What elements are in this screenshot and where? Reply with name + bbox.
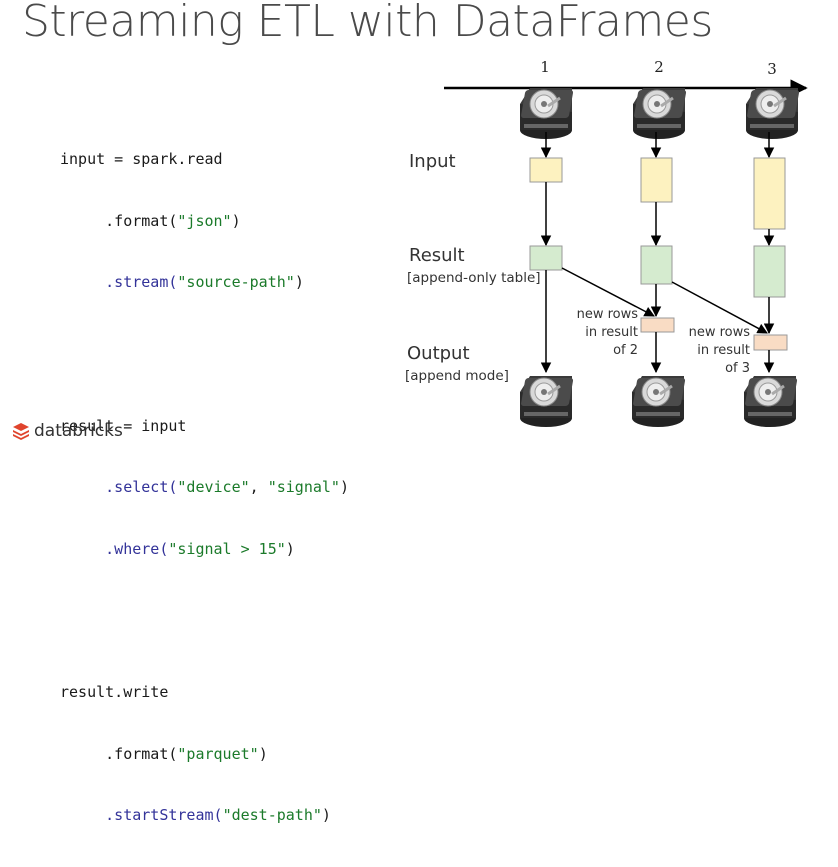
hard-drive-icon <box>742 374 800 429</box>
output-sublabel: [append mode] <box>405 368 509 384</box>
code-line-6: .where("signal > 15") <box>60 539 349 560</box>
hard-drive-icon <box>518 374 576 429</box>
result-label: Result <box>409 245 465 266</box>
code-line-3: .stream("source-path") <box>60 272 349 293</box>
code-string: "dest-path" <box>222 806 322 824</box>
code-token: , <box>249 478 268 496</box>
code-token: .format( <box>105 211 178 230</box>
input-box-3 <box>753 157 786 230</box>
code-line-7: result.write <box>60 682 349 703</box>
hard-drive-icon <box>518 86 576 141</box>
code-string: "parquet" <box>177 744 259 763</box>
output-label: Output <box>407 343 470 364</box>
result-sublabel: [append-only table] <box>407 270 541 286</box>
input-box-2 <box>640 157 673 203</box>
etl-diagram: 1 2 3 <box>444 58 808 429</box>
code-method: .select( <box>105 478 178 496</box>
code-line-9: .startStream("dest-path") <box>60 805 349 826</box>
time-label-1: 1 <box>540 58 550 76</box>
result-box-1 <box>529 245 563 271</box>
code-token: = input <box>114 416 187 435</box>
databricks-logo-icon <box>13 423 29 440</box>
code-method: .stream( <box>105 273 178 291</box>
note-new-rows-2: new rows in result of 2 <box>576 307 638 358</box>
code-token: ) <box>231 211 241 230</box>
slide: Streaming ETL with DataFrames input = sp… <box>12 0 808 824</box>
code-token: input <box>60 150 106 168</box>
time-label-2: 2 <box>654 58 664 76</box>
output-box-2 <box>640 317 675 333</box>
code-method: .startStream( <box>105 806 223 824</box>
input-label: Input <box>409 151 456 172</box>
code-string: "signal > 15" <box>168 539 286 558</box>
output-box-3 <box>753 334 788 351</box>
databricks-logo: databricks <box>12 421 123 441</box>
code-line-5: .select("device", "signal") <box>60 477 349 498</box>
logo-text: databricks <box>34 421 123 441</box>
code-line-1: input = spark.read <box>60 149 349 170</box>
code-token: result.write <box>60 683 169 701</box>
code-token: ) <box>285 539 295 558</box>
result-box-2 <box>640 245 673 285</box>
result-box-3 <box>753 245 786 298</box>
code-string: "device" <box>177 478 250 496</box>
code-line-8: .format("parquet") <box>60 744 349 765</box>
code-string: "json" <box>177 211 232 230</box>
time-label-3: 3 <box>767 60 777 78</box>
code-token: .format( <box>105 744 178 763</box>
note-new-rows-3: new rows in result of 3 <box>688 325 750 376</box>
hard-drive-icon <box>631 86 689 141</box>
code-line-2: .format("json") <box>60 211 349 232</box>
code-method: .where( <box>105 539 169 558</box>
hard-drive-icon <box>630 374 688 429</box>
code-string: "signal" <box>267 478 340 496</box>
code-token: ) <box>258 744 268 763</box>
code-token: ) <box>294 273 304 291</box>
code-token: ) <box>339 478 349 496</box>
input-box-1 <box>529 157 563 183</box>
slide-title: Streaming ETL with DataFrames <box>22 0 713 47</box>
code-line-4: result = input <box>60 416 349 437</box>
code-string: "source-path" <box>177 273 295 291</box>
hard-drive-icon <box>744 86 802 141</box>
code-token: ) <box>321 806 331 824</box>
code-token: = spark.read <box>105 150 223 168</box>
code-token: result <box>60 416 115 435</box>
